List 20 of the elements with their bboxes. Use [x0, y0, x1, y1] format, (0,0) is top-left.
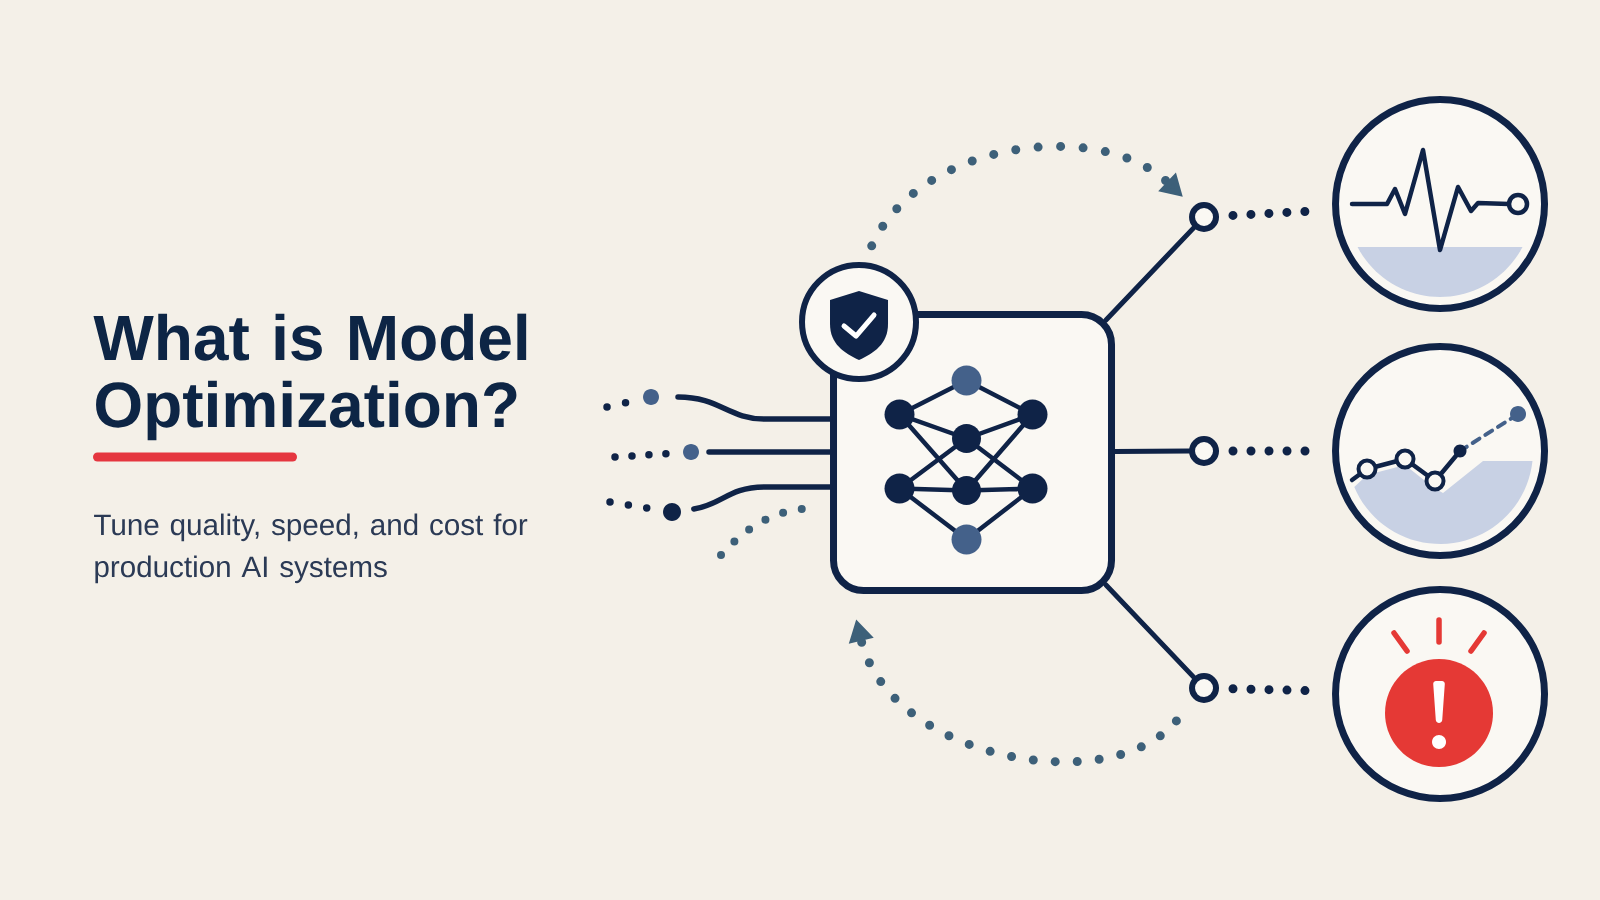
dotted-line	[1228, 684, 1310, 696]
dotted-line	[1228, 206, 1310, 220]
connector-ring	[1189, 436, 1219, 466]
input-dot	[683, 444, 699, 460]
dotted-line	[1228, 446, 1310, 456]
connector-ring	[1189, 673, 1219, 703]
dotted-line	[603, 399, 630, 411]
title: What is Model Optimization?	[93, 313, 527, 441]
connector-line	[675, 394, 833, 422]
input-dot	[643, 389, 659, 405]
dotted-line	[611, 449, 670, 461]
dotted-line	[606, 498, 651, 512]
connector-line	[1103, 582, 1197, 680]
input-dot	[663, 503, 681, 521]
connector-line	[1103, 225, 1197, 323]
connector-ring	[1189, 202, 1219, 232]
connector-line	[691, 484, 833, 512]
connector-line	[706, 449, 833, 455]
connector-line	[1112, 448, 1192, 455]
subtitle: Tune quality, speed, and cost for production AI systems	[94, 513, 528, 584]
